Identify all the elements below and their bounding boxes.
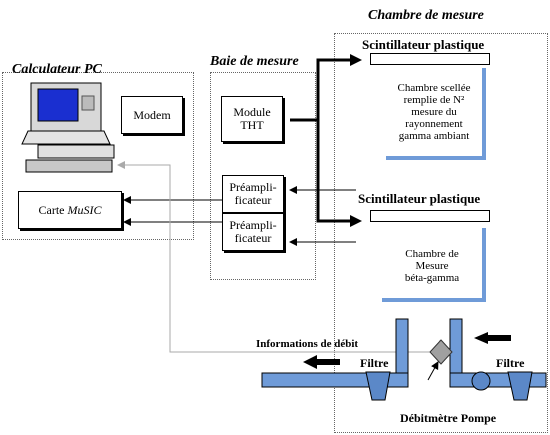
module-label-1: Module — [233, 105, 271, 119]
info-debit-label: Informations de débit — [256, 338, 359, 350]
baie-title: Baie de mesure — [210, 54, 299, 69]
betagamma-line-2: Mesure — [415, 260, 449, 272]
betagamma-line-3: béta-gamma — [404, 272, 460, 284]
preamp-2-label-2: ficateur — [234, 231, 272, 245]
sealed-line-2: remplie de N² — [403, 94, 465, 106]
computer-icon — [21, 82, 115, 173]
calculateur-title: Calculateur PC — [12, 62, 102, 77]
carte-name: MuSIC — [67, 202, 102, 217]
carte-music-box: Carte MuSIC — [18, 191, 122, 229]
betagamma-line-1: Chambre de — [405, 248, 459, 260]
preamp-1-label-2: ficateur — [234, 193, 272, 207]
scintillator-2-label: Scintillateur plastique — [358, 191, 481, 206]
scintillator-2-bar — [370, 210, 490, 222]
chambre-enclosure — [334, 33, 548, 433]
preamp-1-box: Préampli-ficateur — [222, 175, 284, 213]
betagamma-chamber-box: Chambre de Mesure béta-gamma — [382, 228, 486, 302]
debitmetre-pompe-label: Débitmètre Pompe — [400, 411, 497, 425]
sealed-line-3: mesure du — [411, 106, 457, 118]
sealed-chamber-box: Chambre scellée remplie de N² mesure du … — [386, 68, 486, 160]
sealed-line-4: rayonnement — [405, 118, 463, 130]
sealed-line-1: Chambre scellée — [397, 82, 471, 94]
carte-label: Carte MuSIC — [38, 202, 102, 217]
modem-box: Modem — [121, 96, 183, 134]
sealed-line-5: gamma ambiant — [398, 130, 470, 142]
chambre-title: Chambre de mesure — [368, 8, 484, 23]
modem-label: Modem — [133, 107, 171, 122]
preamp-1-label-1: Préampli- — [229, 180, 277, 194]
calculateur-enclosure — [2, 72, 194, 240]
baie-enclosure — [210, 72, 316, 280]
filtre-left-label: Filtre — [360, 356, 389, 370]
scintillator-1-label: Scintillateur plastique — [362, 37, 485, 52]
filtre-right-label: Filtre — [496, 356, 525, 370]
module-label-2: THT — [240, 118, 264, 132]
preamp-2-label-1: Préampli- — [229, 218, 277, 232]
preamp-2-box: Préampli-ficateur — [222, 213, 284, 251]
scintillator-1-bar — [370, 53, 490, 65]
